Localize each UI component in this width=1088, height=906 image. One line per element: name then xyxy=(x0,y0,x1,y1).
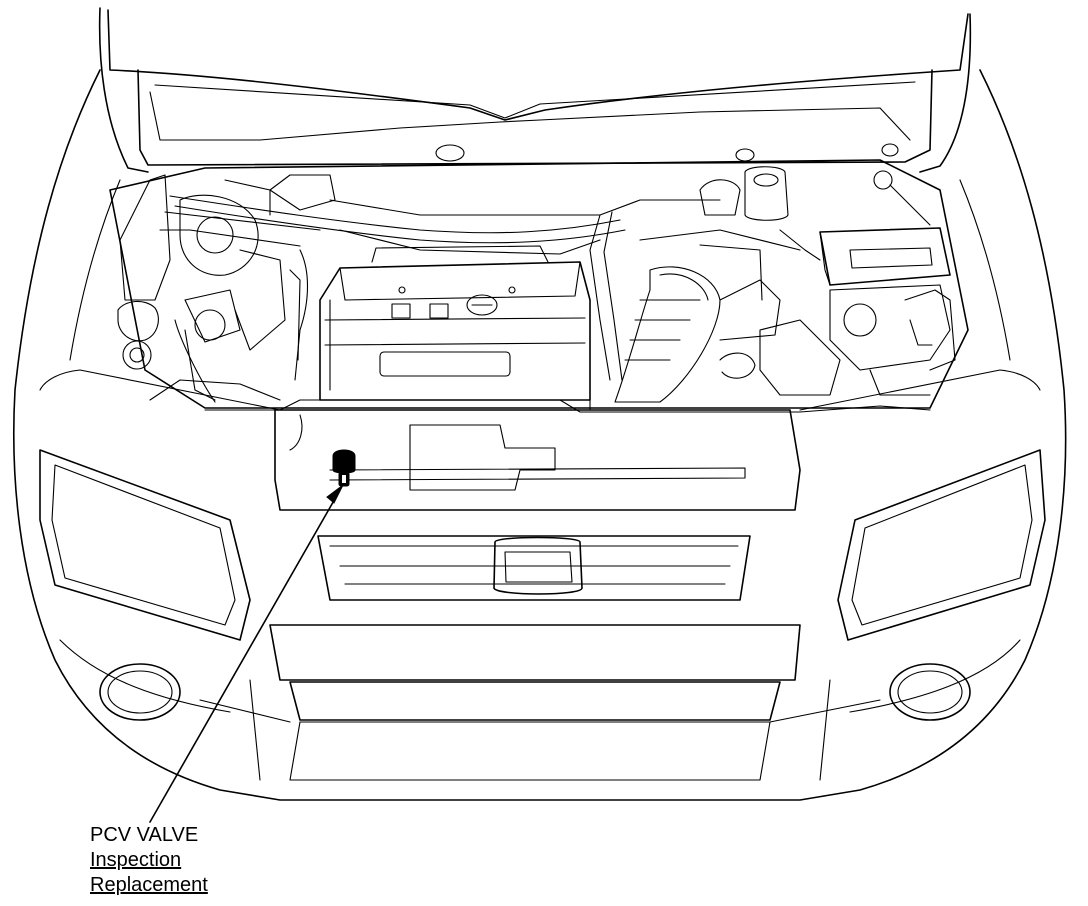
inspection-link[interactable]: Inspection xyxy=(90,849,182,871)
headlight-left xyxy=(40,450,250,640)
front-bumper xyxy=(60,625,1020,780)
air-intake xyxy=(615,245,780,402)
pcv-valve xyxy=(333,450,355,486)
left-components xyxy=(118,175,335,402)
pcv-valve-callout: PCV VALVE Inspection Replacement xyxy=(90,823,208,898)
body-outline xyxy=(14,70,1066,800)
headlight-right xyxy=(838,450,1045,640)
cowl-panel xyxy=(275,400,800,510)
hood xyxy=(100,8,971,172)
hoses xyxy=(170,196,800,380)
right-components xyxy=(700,167,955,395)
callout-title: PCV VALVE xyxy=(90,824,199,846)
front-grille xyxy=(318,536,750,600)
fog-light-left xyxy=(100,664,180,720)
callout-leader-arrow xyxy=(150,485,343,822)
engine-bay xyxy=(110,160,968,412)
engine xyxy=(290,230,600,400)
replacement-link[interactable]: Replacement xyxy=(90,874,208,896)
fog-light-right xyxy=(890,664,970,720)
